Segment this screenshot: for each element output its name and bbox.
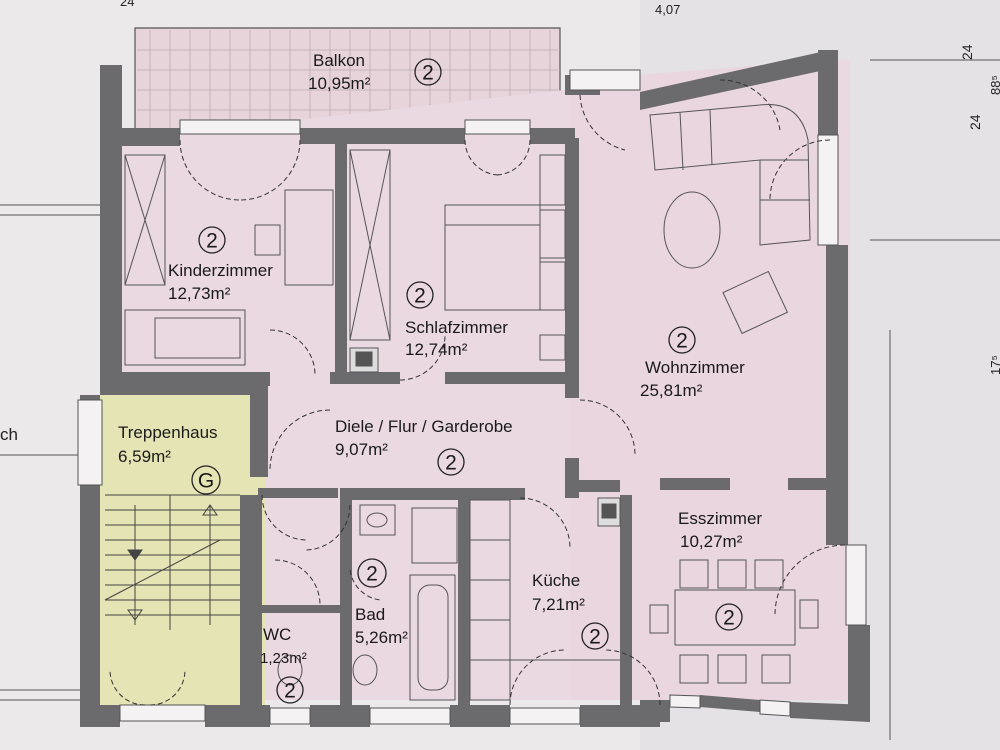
dim-top-mid: 4,07 — [655, 2, 680, 17]
room-number-circle — [357, 558, 387, 588]
room-number-circle — [276, 676, 304, 704]
label-diele-name: Diele / Flur / Garderobe — [335, 417, 513, 436]
right-boundary-lines — [870, 59, 1000, 740]
windows — [77, 69, 867, 725]
room-number-circle — [668, 326, 696, 354]
dim-right-a: 24 — [959, 44, 975, 60]
room-number-circle — [581, 622, 609, 650]
label-esszimmer-area: 10,27m² — [680, 532, 743, 551]
label-esszimmer-name: Esszimmer — [678, 509, 762, 528]
label-bad-name: Bad — [355, 605, 385, 624]
left-boundary-lines — [0, 204, 100, 701]
label-kinderzimmer-name: Kinderzimmer — [168, 261, 273, 280]
label-balkon-number: 2 — [422, 62, 434, 85]
label-treppenhaus-area: 6,59m² — [118, 447, 171, 466]
label-schlafzimmer-number: 2 — [414, 285, 426, 308]
interior-walls — [100, 138, 838, 710]
label-diele-area: 9,07m² — [335, 440, 388, 459]
label-wohnzimmer-area: 25,81m² — [640, 381, 703, 400]
label-wohnzimmer-name: Wohnzimmer — [645, 358, 745, 377]
room-number-circle — [437, 448, 465, 476]
label-diele-number: 2 — [445, 452, 457, 475]
room-labels: Balkon 10,95m² 2 2 Kinderzimmer 12,73m² … — [118, 51, 762, 704]
dimension-labels: 24 4,07 24 88⁵ 24 17⁵ ch — [0, 0, 1000, 444]
dim-left-cut: ch — [0, 425, 18, 444]
label-bad-number: 2 — [366, 563, 378, 586]
label-wc-name: WC — [263, 625, 291, 644]
label-kueche-number: 2 — [589, 626, 601, 649]
dim-right-d: 17⁵ — [988, 355, 1000, 375]
label-schlafzimmer-area: 12,74m² — [405, 340, 468, 359]
label-esszimmer-number: 2 — [723, 607, 735, 630]
dim-right-c: 24 — [967, 114, 983, 130]
label-wc-number: 2 — [284, 680, 296, 703]
label-treppenhaus-number: G — [198, 470, 214, 493]
room-number-circle — [191, 465, 221, 495]
door-swings — [109, 79, 846, 706]
room-number-circle — [406, 281, 434, 309]
label-treppenhaus-name: Treppenhaus — [118, 423, 218, 442]
room-number-circle — [414, 58, 442, 86]
label-schlafzimmer-name: Schlafzimmer — [405, 318, 508, 337]
label-balkon-name: Balkon — [313, 51, 365, 70]
label-wc-area: 1,23m² — [260, 650, 307, 667]
label-kueche-area: 7,21m² — [532, 595, 585, 614]
label-kueche-name: Küche — [532, 571, 580, 590]
label-balkon-area: 10,95m² — [308, 74, 371, 93]
label-wohnzimmer-number: 2 — [676, 330, 688, 353]
label-bad-area: 5,26m² — [355, 628, 408, 647]
label-kinderzimmer-area: 12,73m² — [168, 284, 231, 303]
dim-right-b: 88⁵ — [988, 75, 1000, 95]
furniture — [104, 103, 819, 701]
room-number-circle — [198, 226, 226, 254]
room-number-circle — [715, 603, 743, 631]
label-kinderzimmer-number: 2 — [206, 230, 218, 253]
dim-top-left: 24 — [120, 0, 134, 9]
